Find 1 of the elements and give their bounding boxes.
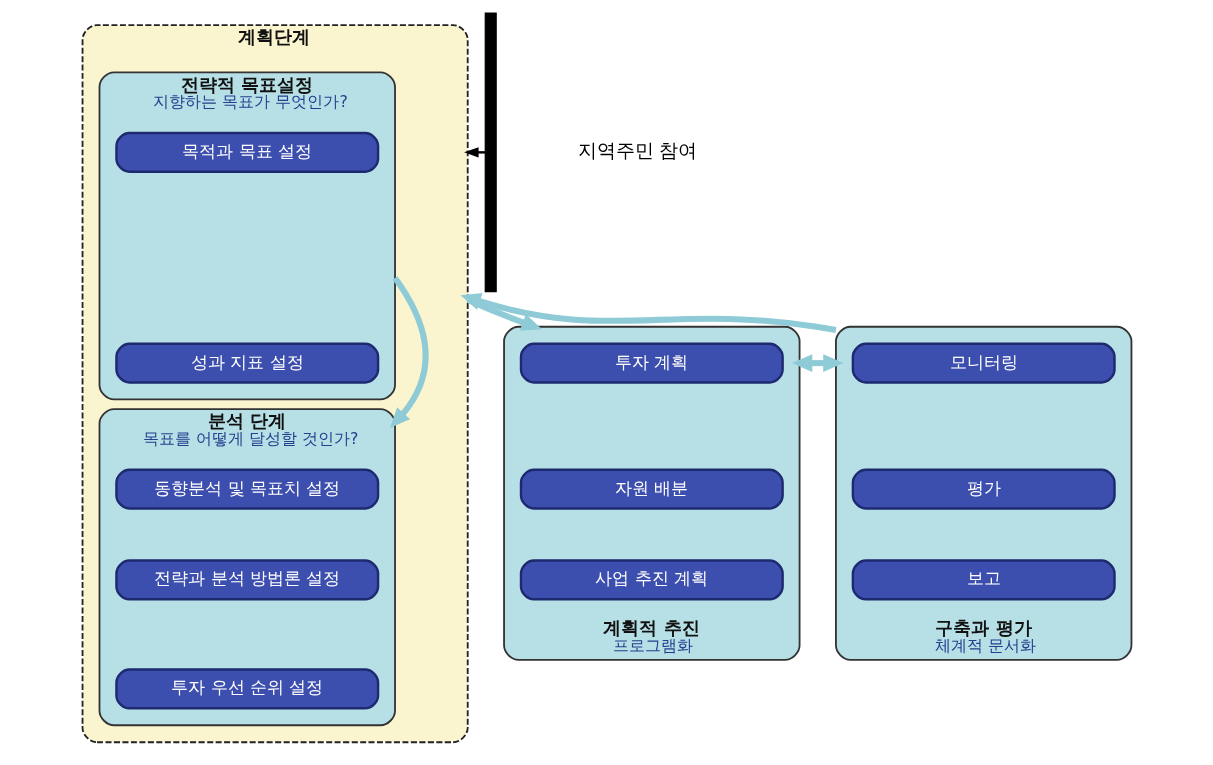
label: 지역주민 참여: [577, 139, 697, 161]
